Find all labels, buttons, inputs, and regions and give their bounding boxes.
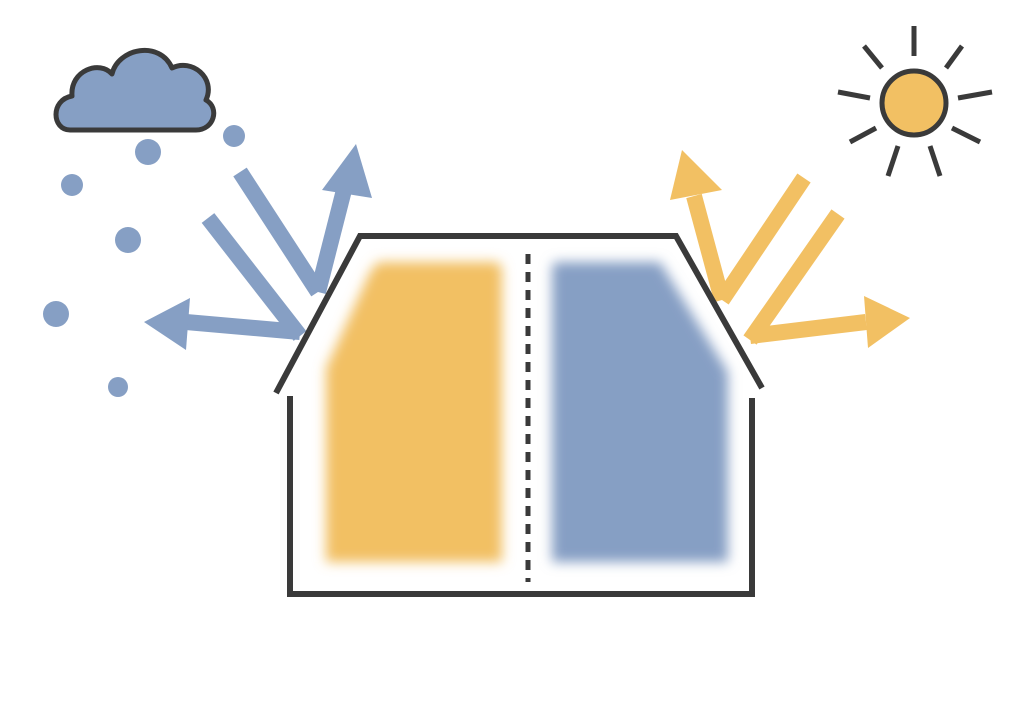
- house-outline-icon: [273, 233, 765, 597]
- cloud-icon: [53, 48, 217, 133]
- house-walls: [287, 396, 755, 597]
- sun-icon: [837, 26, 993, 177]
- rain-drop: [223, 125, 245, 147]
- cold-reflected-arrow-left: [185, 314, 301, 340]
- sun-ray: [950, 125, 982, 145]
- sun-ray: [943, 44, 965, 70]
- rain-drops-icon: [43, 125, 245, 397]
- heat-arrow-head-right: [864, 296, 910, 348]
- heat-incoming-line: [743, 209, 845, 345]
- cold-arrow-head-left: [144, 298, 190, 350]
- reflected-heat-arrows-icon: [686, 173, 867, 345]
- heat-arrow-heads: [670, 150, 910, 348]
- heat-incoming-line: [715, 173, 811, 305]
- reflected-cold-arrows-icon: [185, 167, 352, 341]
- cold-incoming-line: [233, 167, 325, 297]
- rain-drop: [108, 377, 128, 397]
- cold-arrow-head-up: [322, 144, 372, 198]
- sun-ray: [927, 145, 943, 177]
- warm-zone-icon: [326, 262, 502, 562]
- house-roof: [273, 233, 765, 395]
- cold-incoming-line: [201, 213, 307, 341]
- heat-reflected-arrow-right: [749, 314, 867, 344]
- sun-ray: [862, 44, 884, 70]
- rain-drop: [115, 227, 141, 253]
- sun-ray: [885, 145, 901, 177]
- cold-reflected-arrow-up: [310, 188, 352, 294]
- heat-arrow-head-up: [670, 150, 722, 200]
- rain-drop: [135, 139, 161, 165]
- sun-ray: [957, 89, 993, 101]
- cold-zone-icon: [552, 262, 728, 562]
- sun-ray: [837, 89, 871, 101]
- cold-arrow-heads: [144, 144, 372, 350]
- heat-reflected-arrow-up: [686, 193, 730, 303]
- rain-drop: [61, 174, 83, 196]
- sun-ray: [848, 125, 878, 145]
- rain-drop: [43, 301, 69, 327]
